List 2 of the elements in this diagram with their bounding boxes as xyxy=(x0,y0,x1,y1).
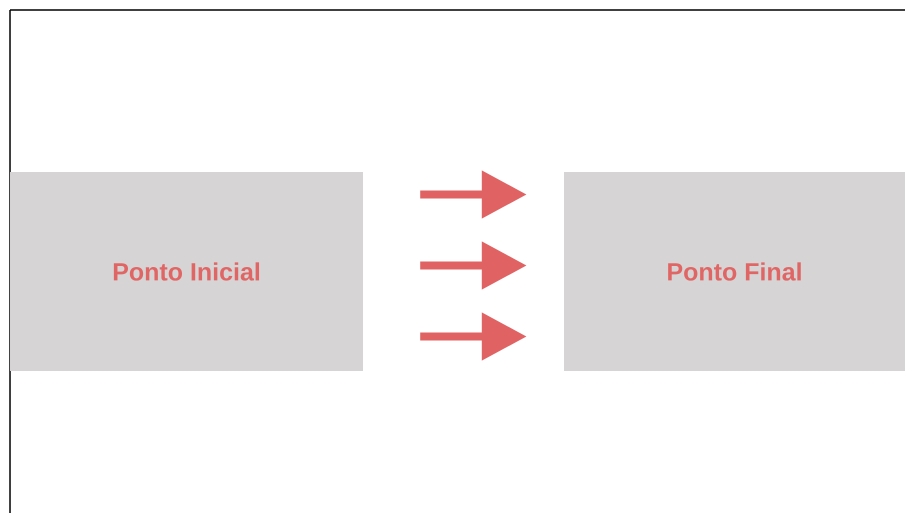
process-box: Ponto Final xyxy=(564,172,905,371)
process-box: Ponto Inicial xyxy=(10,172,363,371)
